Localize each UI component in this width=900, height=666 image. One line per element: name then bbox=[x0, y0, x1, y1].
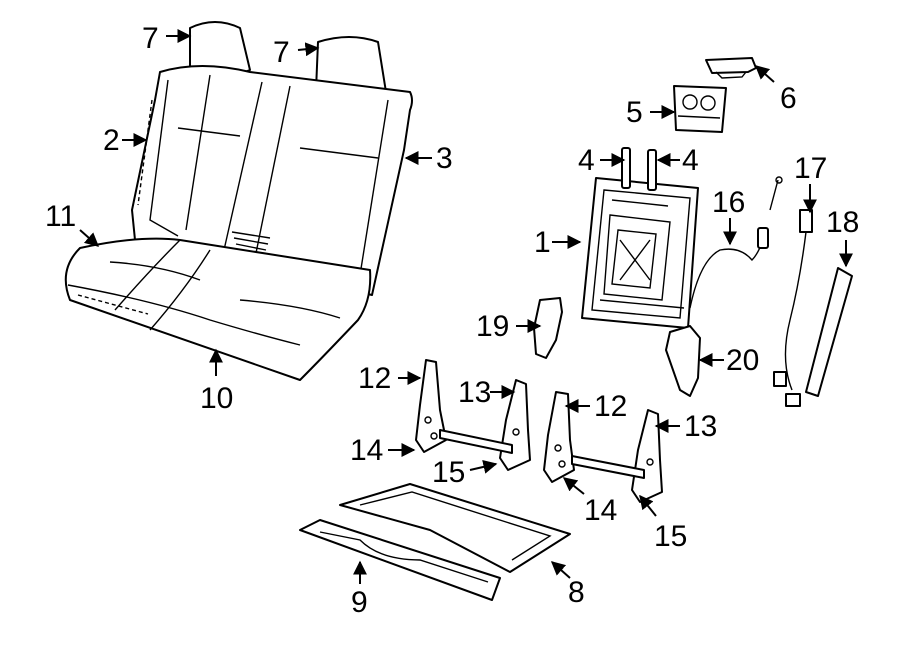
seat-cushion bbox=[64, 237, 372, 381]
callout-15-right: 15 bbox=[654, 520, 687, 553]
release-cable bbox=[689, 176, 783, 309]
load-floor-panel bbox=[339, 483, 571, 573]
callout-12-left: 12 bbox=[358, 362, 391, 395]
callout-7-right: 7 bbox=[273, 36, 290, 69]
floor-trim-panel bbox=[299, 519, 501, 601]
bracket-19 bbox=[533, 297, 563, 359]
headrest-guide-right bbox=[647, 149, 657, 191]
hinge-assembly-right bbox=[543, 391, 663, 503]
callout-14-left: 14 bbox=[350, 434, 383, 467]
trim-strip bbox=[805, 267, 853, 397]
callout-6: 6 bbox=[780, 82, 797, 115]
callout-17: 17 bbox=[794, 152, 827, 185]
callout-16: 16 bbox=[712, 186, 745, 219]
callout-4-right: 4 bbox=[682, 144, 699, 177]
trim-cap bbox=[705, 57, 757, 79]
callout-14-right: 14 bbox=[584, 494, 617, 527]
seat-back-frame bbox=[581, 147, 699, 329]
callout-11: 11 bbox=[45, 200, 76, 233]
callout-15-left: 15 bbox=[432, 456, 465, 489]
release-switch bbox=[673, 85, 727, 133]
headrest-guide-left bbox=[621, 147, 631, 189]
callout-13-left: 13 bbox=[458, 376, 491, 409]
wire-harness bbox=[773, 209, 813, 407]
leader-lines bbox=[79, 29, 853, 584]
callout-5: 5 bbox=[626, 96, 643, 129]
callout-13-right: 13 bbox=[684, 410, 717, 443]
hinge-assembly-left bbox=[415, 359, 531, 471]
callout-10: 10 bbox=[200, 382, 233, 415]
callout-1: 1 bbox=[534, 226, 551, 259]
callout-4-left: 4 bbox=[578, 144, 595, 177]
callout-2: 2 bbox=[103, 124, 120, 157]
callout-12-right: 12 bbox=[594, 390, 627, 423]
callout-20: 20 bbox=[726, 344, 759, 377]
callout-8: 8 bbox=[568, 576, 585, 609]
callout-19: 19 bbox=[476, 310, 509, 343]
rear-seat-assembly bbox=[64, 21, 413, 381]
cover-20 bbox=[665, 325, 701, 397]
callout-labels: 7 7 2 3 11 10 1 4 4 5 6 16 17 18 19 20 1… bbox=[45, 22, 859, 619]
callout-3: 3 bbox=[436, 142, 453, 175]
callout-7-left: 7 bbox=[142, 22, 159, 55]
callout-9: 9 bbox=[351, 586, 368, 619]
callout-18: 18 bbox=[826, 206, 859, 239]
